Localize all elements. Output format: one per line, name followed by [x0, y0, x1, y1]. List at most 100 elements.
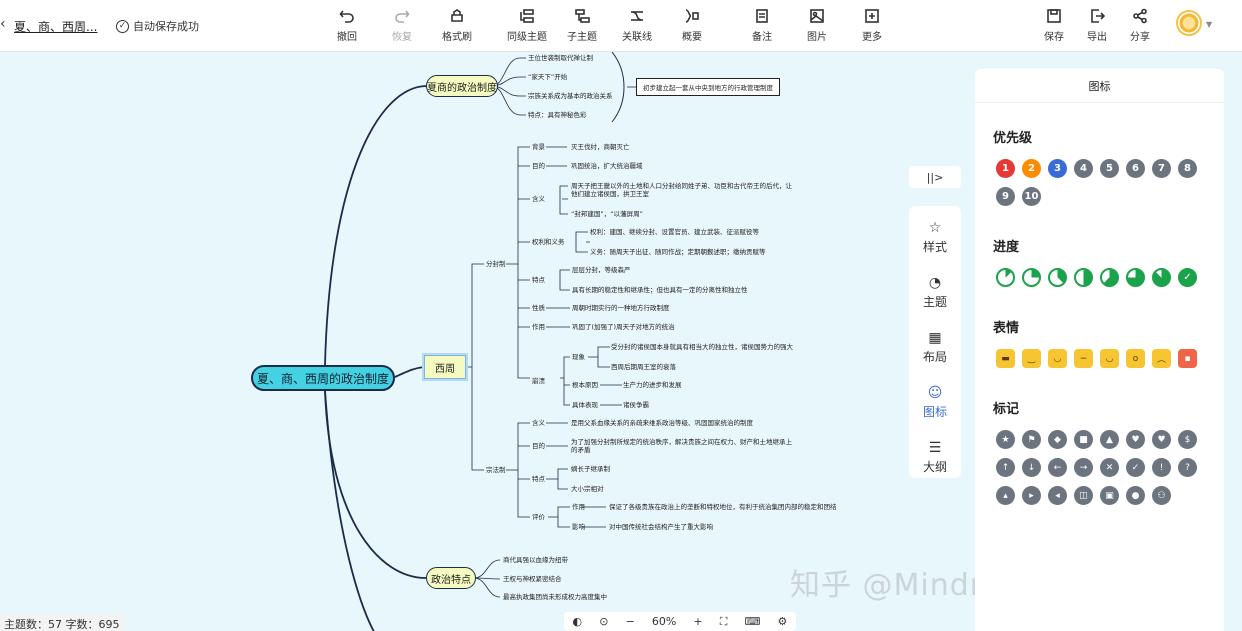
export-button[interactable]: 导出 [1075, 8, 1119, 44]
chevron-down-icon[interactable]: ▼ [1206, 20, 1213, 29]
exclamation-icon[interactable]: ! [1152, 458, 1171, 477]
topic-xia-shang[interactable]: 夏商的政治制度 [426, 75, 498, 97]
priority-4-icon[interactable]: 4 [1074, 159, 1093, 178]
arrow-down-icon[interactable]: ↓ [1022, 458, 1041, 477]
progress-icon[interactable] [1048, 268, 1067, 287]
emoji-happy-icon[interactable]: ◡ [1048, 349, 1067, 368]
progress-icon[interactable] [1022, 268, 1041, 287]
share-button[interactable]: 分享 [1118, 8, 1162, 44]
zoom-in-button[interactable]: + [693, 615, 703, 628]
subtopic[interactable]: 对中国传统社会结构产生了重大影响 [609, 523, 713, 531]
arrow-left-icon[interactable]: ← [1048, 458, 1067, 477]
subtopic[interactable]: 作用 [572, 503, 585, 511]
subtopic[interactable]: 义务：随周天子出征、随同作战；定期朝觐述职；缴纳贡赋等 [590, 248, 766, 256]
subtopic[interactable]: 是用父系血缘关系的亲疏来维系政治等级、巩固国家统治的制度 [571, 419, 753, 427]
topic-zongfa[interactable]: 宗法制 [486, 466, 506, 474]
subtopic[interactable]: 现象 [572, 353, 585, 361]
diamond-icon[interactable]: ◆ [1048, 430, 1067, 449]
progress-icon[interactable] [1126, 268, 1145, 287]
progress-done-icon[interactable]: ✓ [1178, 268, 1197, 287]
subtopic[interactable]: 周朝时期实行的一种地方行政制度 [572, 304, 670, 312]
progress-icon[interactable] [1100, 268, 1119, 287]
summary-box[interactable]: 初步建立起一套从中央到地方的行政管理制度 [636, 78, 780, 96]
subtopic[interactable]: 作用 [532, 323, 545, 331]
child-topic-button[interactable]: 子主题 [560, 8, 604, 44]
topic-political[interactable]: 政治特点 [426, 567, 476, 589]
theme-toggle-icon[interactable]: ◐ [572, 615, 583, 628]
mindmap-canvas[interactable]: 夏、商、西周的政治制度 夏商的政治制度 西周 政治特点 王位世袭制取代禅让制 “… [0, 52, 970, 631]
priority-6-icon[interactable]: 6 [1126, 159, 1145, 178]
subtopic[interactable]: 权利和义务 [532, 238, 565, 246]
subtopic[interactable]: 灭王伐纣，商朝灭亡 [571, 143, 630, 151]
emoji-smile-icon[interactable]: ‿ [1022, 349, 1041, 368]
subtopic[interactable]: 具有长期的稳定性和继承性；但也具有一定的分离性和独立性 [572, 286, 748, 294]
subtopic[interactable]: 巩固统治，扩大统治疆域 [571, 162, 643, 170]
progress-icon[interactable] [996, 268, 1015, 287]
subtopic[interactable]: 王权与神权紧密结合 [503, 575, 562, 583]
emoji-cool-icon[interactable]: ▬ [996, 349, 1015, 368]
priority-8-icon[interactable]: 8 [1178, 159, 1197, 178]
priority-2-icon[interactable]: 2 [1022, 159, 1041, 178]
save-button[interactable]: 保存 [1032, 8, 1076, 44]
subtopic[interactable]: 诸侯争霸 [623, 401, 649, 409]
arrow-up-icon[interactable]: ↑ [996, 458, 1015, 477]
progress-icon[interactable] [1152, 268, 1171, 287]
subtopic[interactable]: 根本原因 [572, 381, 598, 389]
subtopic[interactable]: 王位世袭制取代禅让制 [528, 54, 593, 62]
tab-theme[interactable]: ◔主题 [922, 274, 947, 309]
subtopic[interactable]: 为了加强分封制所规定的统治秩序，解决贵族之间在权力、财产和土地继承上的矛盾 [571, 438, 792, 454]
emoji-angry-icon[interactable]: ▪ [1178, 349, 1197, 368]
subtopic[interactable]: 周天子把王畿以外的土地和人口分封给同姓子弟、功臣和古代帝王的后代，让他们建立诸侯… [571, 182, 792, 198]
subtopic[interactable]: 特点：具有神秘色彩 [528, 111, 587, 119]
relation-line-button[interactable]: 关联线 [615, 8, 659, 44]
more-button[interactable]: 更多 [850, 8, 894, 44]
tab-outline[interactable]: ☰大纲 [922, 439, 947, 474]
subtopic[interactable]: 商代具强以血缘为纽带 [503, 556, 568, 564]
emoji-surprised-icon[interactable]: o [1126, 349, 1145, 368]
summary-button[interactable]: 概要 [670, 8, 714, 44]
question-icon[interactable]: ? [1178, 458, 1197, 477]
subtopic[interactable]: 含义 [532, 195, 545, 203]
triangle-icon[interactable]: ▲ [1100, 430, 1119, 449]
tab-layout[interactable]: ▦布局 [922, 329, 947, 364]
subtopic[interactable]: “家天下”开始 [528, 73, 568, 81]
check-icon[interactable]: ✓ [1126, 458, 1145, 477]
subtopic[interactable]: 特点 [532, 276, 545, 284]
priority-1-icon[interactable]: 1 [996, 159, 1015, 178]
subtopic[interactable]: 崩溃 [532, 377, 545, 385]
subtopic[interactable]: 西周后期周王室的衰落 [611, 363, 676, 371]
arrow-right-icon[interactable]: → [1074, 458, 1093, 477]
subtopic[interactable]: 评价 [532, 513, 545, 521]
fullscreen-icon[interactable]: ⛶ [719, 614, 728, 628]
heart-icon[interactable]: ♥ [1152, 430, 1171, 449]
star-icon[interactable]: ★ [996, 430, 1015, 449]
subtopic[interactable]: 巩固了(加强了)周天子对地方的统治 [572, 323, 675, 331]
emoji-grin-icon[interactable]: ◡ [1100, 349, 1119, 368]
hand-left-icon[interactable]: ◂ [1048, 486, 1067, 505]
topic-xizhou[interactable]: 西周 [422, 353, 468, 381]
subtopic[interactable]: 背景 [532, 143, 545, 151]
subtopic[interactable]: 特点 [532, 475, 545, 483]
subtopic[interactable]: “封邦建国”，“以藩屏周” [571, 210, 643, 218]
subtopic[interactable]: 嫡长子继承制 [571, 465, 610, 473]
subtopic[interactable]: 大小宗相对 [571, 485, 604, 493]
subtopic[interactable]: 生产力的进步和发展 [623, 381, 682, 389]
heart-check-icon[interactable]: ♥ [1126, 430, 1145, 449]
subtopic[interactable]: 性质 [532, 304, 545, 312]
close-icon[interactable]: ✕ [1100, 458, 1119, 477]
unlock-icon[interactable]: ◫ [1074, 486, 1093, 505]
users-icon[interactable]: ⚇ [1152, 486, 1171, 505]
subtopic[interactable]: 保证了各级贵族在政治上的垄断和特权地位，有利于统治集团内部的稳定和团结 [609, 503, 837, 511]
undo-button[interactable]: 撤回 [325, 8, 369, 44]
settings-icon[interactable]: ⚙ [777, 615, 788, 628]
subtopic[interactable]: 目的 [532, 442, 545, 450]
sibling-topic-button[interactable]: 同级主题 [505, 8, 549, 44]
priority-9-icon[interactable]: 9 [996, 187, 1015, 206]
zoom-out-button[interactable]: − [625, 615, 635, 628]
subtopic[interactable]: 宗族关系成为基本的政治关系 [528, 92, 613, 100]
locate-icon[interactable]: ⊙ [599, 615, 609, 628]
emoji-cry-icon[interactable]: ︵ [1152, 349, 1171, 368]
subtopic[interactable]: 具体表现 [572, 401, 598, 409]
subtopic[interactable]: 目的 [532, 162, 545, 170]
back-icon[interactable]: ‹ [0, 16, 6, 32]
